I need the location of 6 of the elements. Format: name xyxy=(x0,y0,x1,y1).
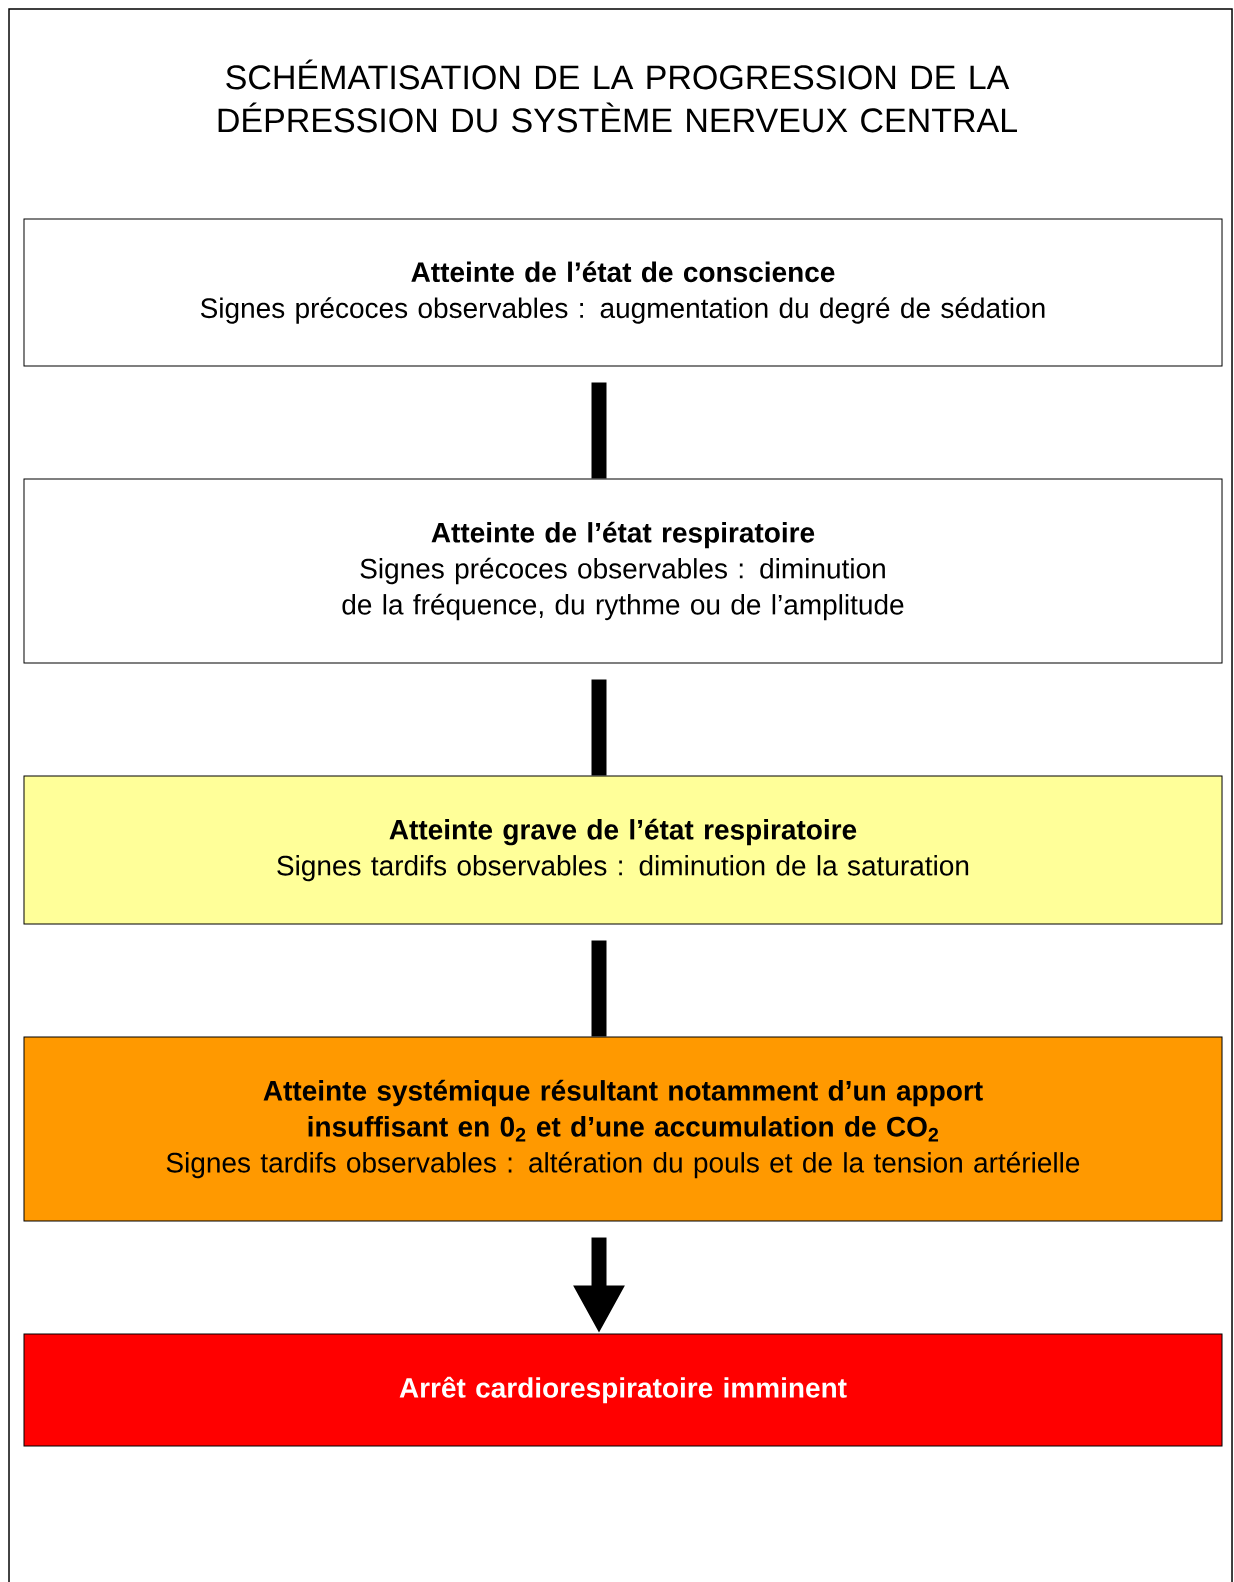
stage-box: Atteinte systémique résultant notamment d’un apport insuffisant en 0$_{2}$ et d’une accumulation de CO$_{2}$ Signes tardifs observables : altération du pouls et de la tension artérielle xyxy=(23,1036,1223,1222)
stage-box: Arrêt cardiorespiratoire imminent xyxy=(23,1333,1223,1447)
stage-box: Atteinte grave de l’état respiratoire Signes tardifs observables : diminution de la saturation xyxy=(23,775,1223,925)
title: SCHÉMATISATION DE LA PROGRESSION DE LA DÉPRESSION DU SYSTÈME NERVEUX CENTRAL xyxy=(218,59,1017,133)
stage-box: Atteinte de l’état de conscience Signes précoces observables : augmentation du degré de sédation xyxy=(23,218,1223,367)
stage-box: Atteinte de l’état respiratoire Signes précoces observables : diminution de la fréquence, du rythme ou de l’amplitude xyxy=(23,478,1223,664)
